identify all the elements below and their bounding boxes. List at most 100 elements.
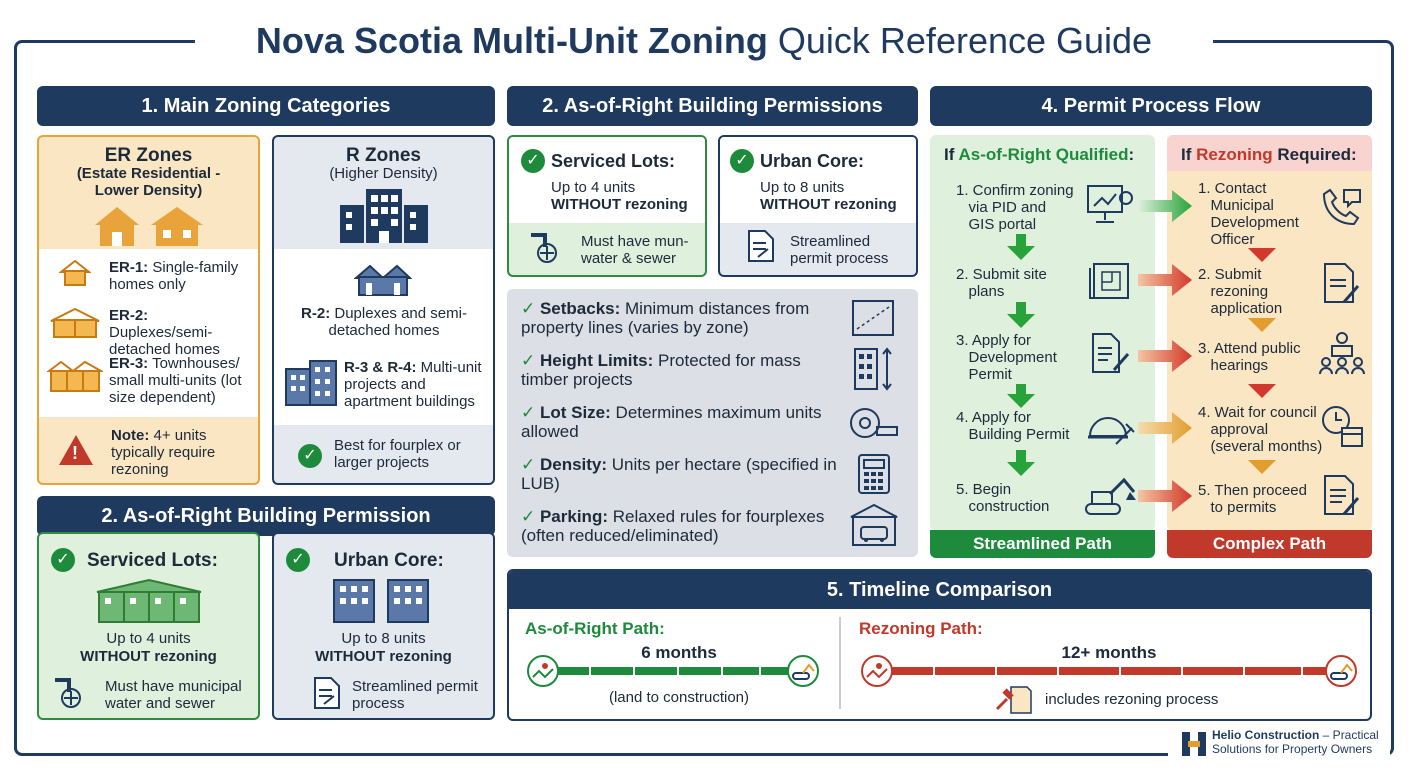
rule-parking: ✓ Parking: Relaxed rules for fourplexes … bbox=[521, 507, 825, 545]
rezoning-duration: 12+ months bbox=[1061, 643, 1157, 662]
complex-path-label: Complex Path bbox=[1167, 530, 1372, 558]
garage-icon bbox=[850, 503, 898, 546]
duplex-icon bbox=[50, 307, 100, 338]
height-icon bbox=[854, 347, 892, 391]
check-icon: ✓ bbox=[286, 548, 310, 572]
rowhouse-icon bbox=[96, 578, 202, 623]
urban-line2: WITHOUT rezoning bbox=[315, 648, 452, 665]
setback-icon bbox=[852, 300, 894, 336]
urban-line1: Up to 8 units bbox=[341, 630, 426, 647]
section4-header: 4. Permit Process Flow bbox=[930, 86, 1372, 126]
serviced-mini-note: Must have mun- water & sewer bbox=[581, 233, 689, 267]
serviced-line1: Up to 4 units bbox=[106, 630, 191, 647]
urban-note: Streamlined permit process bbox=[352, 678, 478, 712]
left-step-3: 3. Apply for Development Permit bbox=[956, 332, 1057, 383]
arrow-down-icon bbox=[1007, 314, 1035, 328]
urban-mini-title: Urban Core: bbox=[760, 151, 865, 171]
section2b-header: 2. As-of-Right Building Permissions bbox=[507, 86, 918, 126]
section5-header: 5. Timeline Comparison bbox=[509, 571, 1370, 609]
phone-chat-icon bbox=[1322, 188, 1361, 226]
arrow-down-icon bbox=[1248, 384, 1276, 398]
rules-panel: ✓ Setbacks: Minimum distances from prope… bbox=[507, 289, 918, 557]
rezoning-heading: If Rezoning Required: bbox=[1181, 145, 1357, 164]
construction-end-icon bbox=[787, 655, 819, 687]
check-icon: ✓ bbox=[521, 149, 545, 173]
city-buildings-icon bbox=[333, 579, 429, 623]
urban-mini-line2: WITHOUT rezoning bbox=[760, 196, 897, 213]
rule-lot-size: ✓ Lot Size: Determines maximum units all… bbox=[521, 403, 822, 441]
serviced-line2: WITHOUT rezoning bbox=[80, 648, 217, 665]
arrow-down-icon bbox=[1007, 462, 1035, 476]
arrow-down-icon bbox=[1248, 460, 1276, 474]
r-zones-card: R Zones (Higher Density) R-2: Duplexes a… bbox=[272, 135, 495, 485]
as-of-right-path-title: As-of-Right Path: bbox=[525, 619, 665, 638]
right-step-3: 3. Attend public hearings bbox=[1198, 340, 1301, 374]
r-best: Best for fourplex or larger projects bbox=[334, 437, 461, 471]
er-title: ER Zones bbox=[104, 145, 193, 166]
semi-detached-icon bbox=[354, 264, 412, 296]
rule-setbacks: ✓ Setbacks: Minimum distances from prope… bbox=[521, 299, 810, 337]
water-pipe-icon bbox=[55, 678, 81, 708]
as-of-right-subnote: (land to construction) bbox=[608, 689, 750, 706]
urban-title: Urban Core: bbox=[334, 550, 444, 571]
er1-item: ER-1: Single-family homes only bbox=[109, 259, 239, 293]
left-step-4: 4. Apply for Building Permit bbox=[956, 409, 1070, 443]
serviced-lots-mini-card: ✓ Serviced Lots: Up to 4 units WITHOUT r… bbox=[507, 135, 707, 277]
as-of-right-heading: If As-of-Right Qualified: bbox=[944, 145, 1135, 164]
townhouse-icon bbox=[47, 360, 103, 392]
left-step-1: 1. Confirm zoning via PID and GIS portal bbox=[956, 182, 1074, 233]
arrow-right-icon bbox=[1138, 412, 1192, 444]
hard-hat-icon bbox=[1088, 417, 1135, 445]
right-step-1: 1. Contact Municipal Development Officer bbox=[1198, 180, 1299, 248]
section1-header: 1. Main Zoning Categories bbox=[37, 86, 495, 126]
site-plan-icon bbox=[1089, 263, 1129, 299]
multi-unit-icon bbox=[285, 360, 337, 406]
r-title: R Zones bbox=[346, 145, 421, 166]
r2-item: R-2: Duplexes and semi-detached homes bbox=[301, 305, 467, 339]
arrow-right-icon bbox=[1138, 264, 1192, 296]
r34-item: R-3 & R-4: Multi-unit projects and apart… bbox=[344, 359, 482, 410]
footer-text: Helio Construction – Practical Solutions… bbox=[1212, 728, 1379, 756]
page-title: Nova Scotia Multi-Unit Zoning Quick Refe… bbox=[195, 18, 1213, 64]
left-step-5: 5. Begin construction bbox=[956, 481, 1050, 515]
urban-mini-line1: Up to 8 units bbox=[760, 179, 845, 196]
rule-height: ✓ Height Limits: Protected for mass timb… bbox=[521, 351, 801, 389]
arrow-right-icon bbox=[1138, 340, 1192, 372]
er-subtitle: (Estate Residential - Lower Density) bbox=[76, 165, 221, 199]
rezoning-subnote: includes rezoning process bbox=[1045, 691, 1219, 708]
serviced-note: Must have municipal water and sewer bbox=[105, 678, 242, 712]
urban-core-mini-card: ✓ Urban Core: Up to 8 units WITHOUT rezo… bbox=[718, 135, 918, 277]
arrow-right-icon bbox=[1138, 480, 1192, 512]
rezoning-path-title: Rezoning Path: bbox=[859, 619, 983, 638]
arrow-down-icon bbox=[1007, 246, 1035, 260]
er-note: Note: 4+ units typically require rezonin… bbox=[111, 427, 216, 478]
gavel-document-icon bbox=[995, 686, 1032, 714]
apartment-building-icon bbox=[340, 189, 428, 243]
serviced-title: Serviced Lots: bbox=[87, 550, 218, 571]
er-zones-card: ER Zones (Estate Residential - Lower Den… bbox=[37, 135, 260, 485]
check-icon: ✓ bbox=[298, 444, 322, 468]
serviced-lots-card: ✓ Serviced Lots: Up to 4 units WITHOUT r… bbox=[37, 532, 260, 720]
check-icon: ✓ bbox=[730, 149, 754, 173]
permit-form-icon bbox=[1092, 333, 1130, 373]
urban-mini-note: Streamlined permit process bbox=[790, 233, 889, 267]
as-of-right-duration: 6 months bbox=[641, 643, 717, 662]
rule-density: ✓ Density: Units per hectare (specified … bbox=[521, 455, 837, 493]
serviced-mini-line2: WITHOUT rezoning bbox=[551, 196, 688, 213]
arrow-down-icon bbox=[1248, 248, 1276, 262]
serviced-mini-title: Serviced Lots: bbox=[551, 151, 676, 171]
check-icon: ✓ bbox=[51, 548, 75, 572]
left-step-2: 2. Submit site plans bbox=[956, 266, 1047, 300]
document-icon bbox=[314, 677, 340, 709]
warning-icon: ! bbox=[59, 435, 93, 465]
houses-icon bbox=[95, 207, 203, 246]
rezoning-timeline-bar bbox=[877, 667, 1337, 675]
arrow-down-icon bbox=[1007, 394, 1035, 408]
application-form-icon bbox=[1324, 263, 1360, 303]
arrow-right-icon bbox=[1138, 190, 1192, 222]
gis-computer-icon bbox=[1087, 185, 1133, 223]
arrow-down-icon bbox=[1248, 318, 1276, 332]
section2a-header: 2. As-of-Right Building Permission bbox=[37, 496, 495, 536]
as-of-right-timeline-bar bbox=[543, 667, 797, 675]
er2-item: ER-2: Duplexes/semi-detached homes bbox=[109, 307, 220, 358]
